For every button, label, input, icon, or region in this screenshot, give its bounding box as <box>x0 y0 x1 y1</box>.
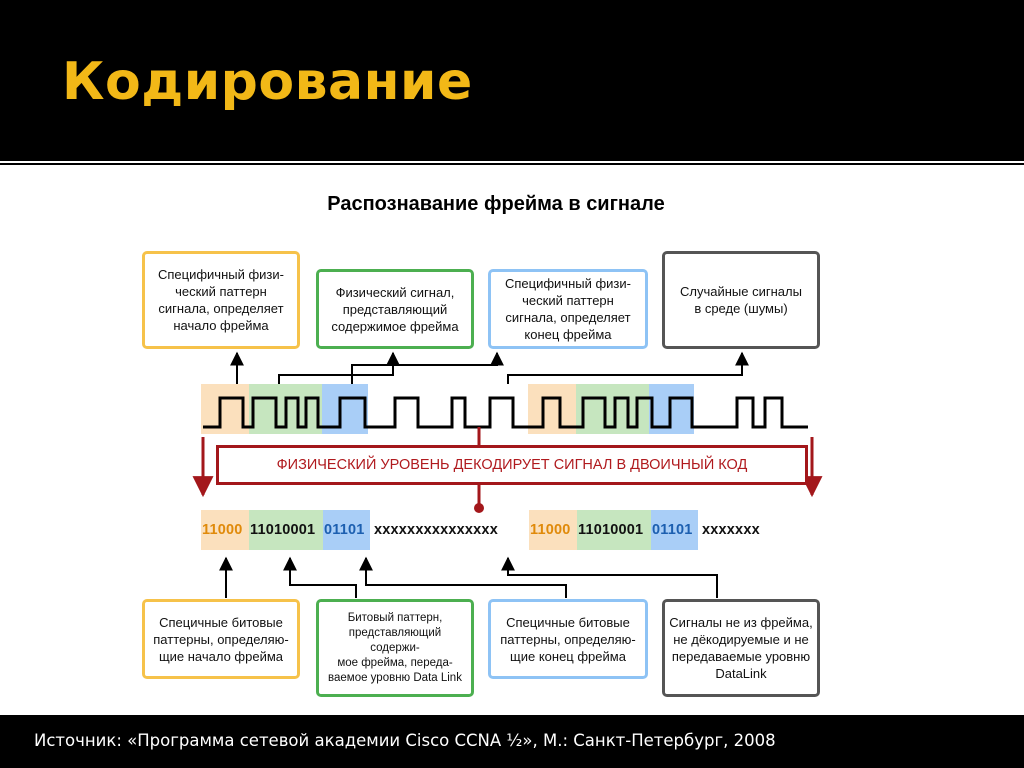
slide-title: Кодирование <box>62 52 473 112</box>
box-content-bits: Битовый паттерн, представляющий содержи-… <box>316 599 474 697</box>
title-divider <box>0 161 1024 163</box>
bit-string-2: 11000 11010001 01101 xxxxxxx <box>529 510 761 550</box>
box-end-signal: Специфичный физи- ческий паттерн сигнала… <box>488 269 648 349</box>
bits-frame1-end: 01101 <box>323 510 370 550</box>
bits-frame2-end: 01101 <box>651 510 698 550</box>
diagram-panel: Распознавание фрейма в сигнале <box>0 165 1024 715</box>
box-content-signal: Физический сигнал, представляющий содерж… <box>316 269 474 349</box>
box-start-bits: Специчные битовые паттерны, определяю- щ… <box>142 599 300 679</box>
box-end-bits: Специчные битовые паттерны, определяю- щ… <box>488 599 648 679</box>
bits-noise-1: xxxxxxxxxxxxxxx <box>374 522 498 538</box>
title-bar: Кодирование <box>0 0 1024 160</box>
box-start-signal: Специфичный физи- ческий паттерн сигнала… <box>142 251 300 349</box>
bits-frame2-data: 11010001 <box>577 510 651 550</box>
bit-string-1: 11000 11010001 01101 xxxxxxxxxxxxxxx <box>201 510 499 550</box>
bits-frame1-data: 11010001 <box>249 510 323 550</box>
box-noise-signal: Случайные сигналы в среде (шумы) <box>662 251 820 349</box>
signal-waveform <box>203 396 808 429</box>
bits-noise-2: xxxxxxx <box>702 522 760 538</box>
bits-frame2-start: 11000 <box>529 510 577 550</box>
bits-frame1-start: 11000 <box>201 510 249 550</box>
diagram-graphics <box>192 351 823 598</box>
source-citation: Источник: «Программа сетевой академии Ci… <box>34 731 776 750</box>
diagram-subtitle: Распознавание фрейма в сигнале <box>327 193 665 215</box>
box-noise-bits: Сигналы не из фрейма, не дёкодируемые и … <box>662 599 820 697</box>
decode-banner: ФИЗИЧЕСКИЙ УРОВЕНЬ ДЕКОДИРУЕТ СИГНАЛ В Д… <box>216 445 808 485</box>
